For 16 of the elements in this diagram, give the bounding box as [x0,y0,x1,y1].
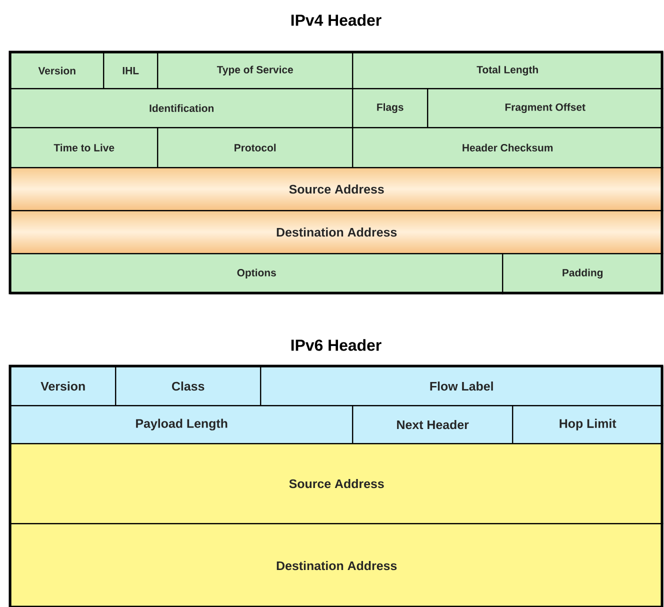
header-field-cell: Hop Limit [512,405,664,444]
table-title: IPv6 Header [291,339,382,351]
header-field-cell: Class [115,366,262,406]
header-field-cell: Protocol [157,127,354,168]
header-field-cell: Flags [352,88,428,128]
header-field-cell: Source Address [10,443,664,524]
header-field-cell: Destination Address [10,523,664,607]
header-field-cell: Version [10,52,104,90]
header-field-cell: Time to Live [10,127,158,168]
header-field-cell: Next Header [352,405,514,444]
header-field-cell: Source Address [10,167,664,212]
header-field-cell: Version [10,366,116,406]
table-title: IPv4 Header [291,14,382,26]
header-field-cell: Padding [502,253,664,294]
header-field-cell: Destination Address [10,210,664,254]
header-field-cell: IHL [103,52,158,90]
